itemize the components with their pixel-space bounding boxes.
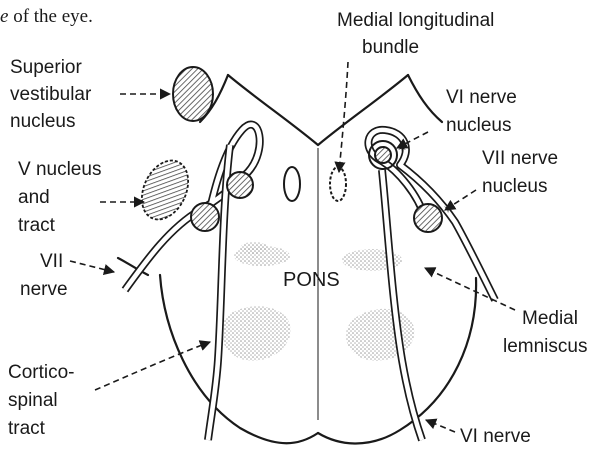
label-pons: PONS bbox=[283, 269, 340, 291]
label-vi-nucleus-line2: nucleus bbox=[446, 115, 512, 136]
label-corticospinal-line1: Cortico- bbox=[8, 362, 75, 383]
label-corticospinal-line3: tract bbox=[8, 418, 46, 439]
label-vii-nerve-line1: VII bbox=[40, 251, 63, 272]
label-vii-nerve-line2: nerve bbox=[20, 279, 68, 300]
label-v-nucleus-line2: and bbox=[18, 187, 50, 208]
pons-outline bbox=[118, 75, 476, 444]
label-mlb-line1: Medial longitudinal bbox=[337, 10, 494, 31]
label-svn-line3: nucleus bbox=[10, 111, 76, 132]
svg-text:✶: ✶ bbox=[443, 202, 453, 216]
label-corticospinal-line2: spinal bbox=[8, 390, 58, 411]
label-vii-nucleus-line2: nucleus bbox=[482, 176, 548, 197]
caption-rest: of the eye. bbox=[8, 6, 92, 27]
label-vii-nucleus-line1: VII nerve bbox=[482, 148, 558, 169]
label-svn-line1: Superior bbox=[10, 57, 82, 78]
superior-vestibular-nucleus bbox=[173, 67, 213, 121]
label-vi-nerve: VI nerve bbox=[460, 426, 531, 447]
label-mlb-line2: bundle bbox=[362, 37, 419, 58]
medial-longitudinal-bundle bbox=[330, 167, 346, 201]
label-v-nucleus-line1: V nucleus bbox=[18, 159, 101, 180]
label-v-nucleus-line3: tract bbox=[18, 215, 56, 236]
label-svn-line2: vestibular bbox=[10, 84, 92, 105]
mlf-bundles bbox=[284, 167, 346, 201]
label-medial-lemniscus-line1: Medial bbox=[522, 308, 578, 329]
label-vi-nucleus-line1: VI nerve bbox=[446, 87, 517, 108]
caption-italic: e bbox=[0, 6, 8, 27]
label-medial-lemniscus-line2: lemniscus bbox=[503, 336, 587, 357]
left-nerve-complex bbox=[125, 125, 260, 440]
labels: Medial longitudinal bundle Superior vest… bbox=[8, 10, 587, 447]
caption-text: e of the eye. bbox=[0, 6, 93, 27]
